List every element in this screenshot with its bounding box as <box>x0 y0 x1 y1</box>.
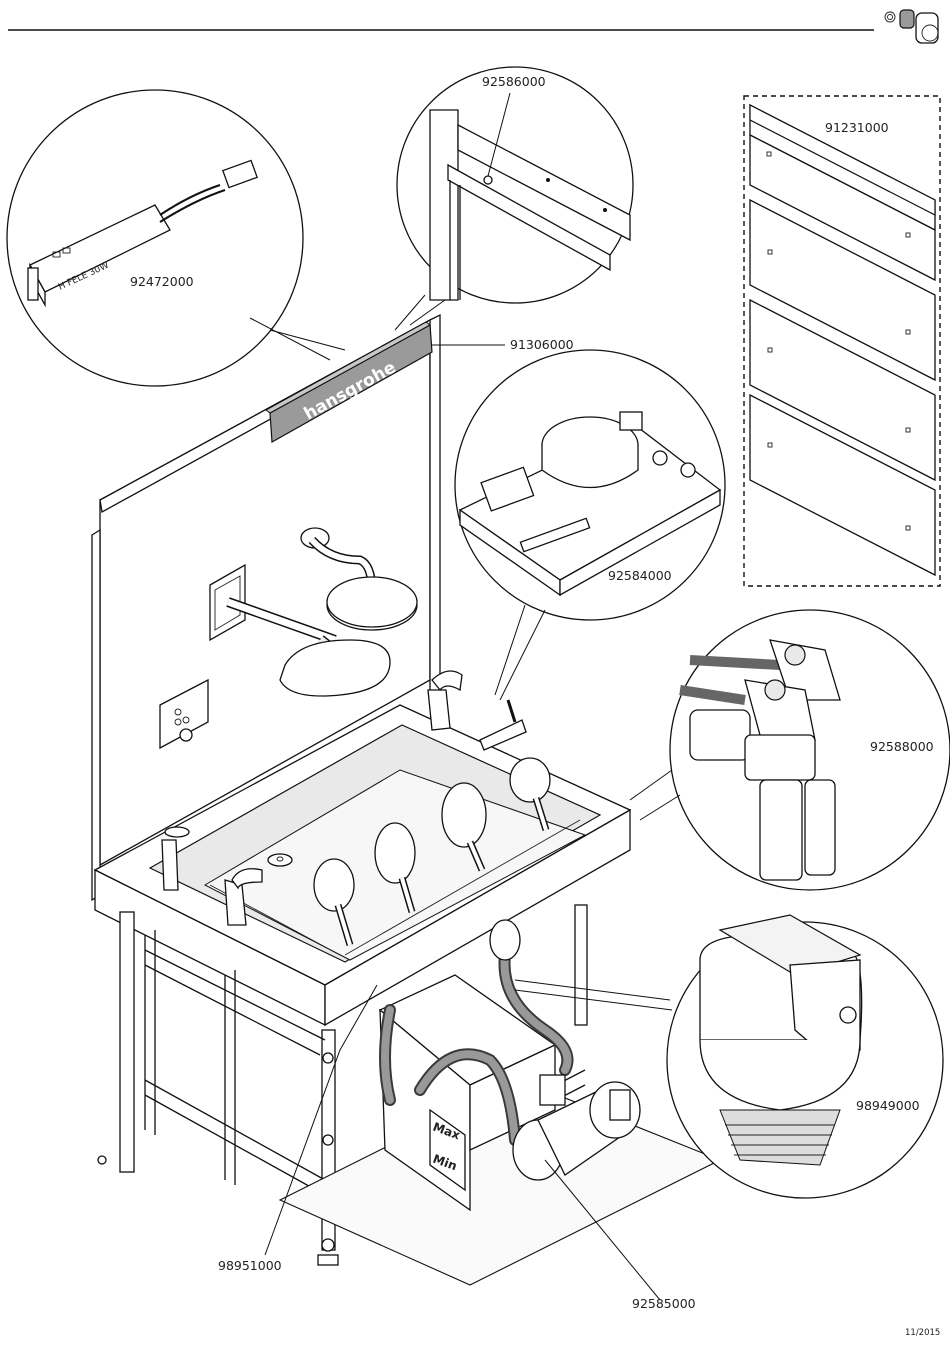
part-number-98949000: 98949000 <box>856 1098 920 1113</box>
part-number-91306000: 91306000 <box>510 337 574 352</box>
callout-power-supply: H FELE 30W 92472000 <box>7 90 345 386</box>
part-number-92588000: 92588000 <box>870 739 934 754</box>
part-number-92584000: 92584000 <box>608 568 672 583</box>
footer-date: 11/2015 <box>905 1328 940 1338</box>
callout-solenoid-valves: 92588000 <box>630 610 950 890</box>
part-number-92586000: 92586000 <box>482 74 546 89</box>
fitting-icon <box>885 10 938 43</box>
callout-control-board: 92584000 <box>455 350 725 700</box>
callout-top-frame: 92586000 <box>395 67 633 330</box>
callout-side-panels: 91231000 <box>744 96 940 586</box>
part-number-92585000: 92585000 <box>632 1296 696 1311</box>
part-number-92472000: 92472000 <box>130 274 194 289</box>
part-number-91231000: 91231000 <box>825 120 889 135</box>
part-number-98951000: 98951000 <box>218 1258 282 1273</box>
